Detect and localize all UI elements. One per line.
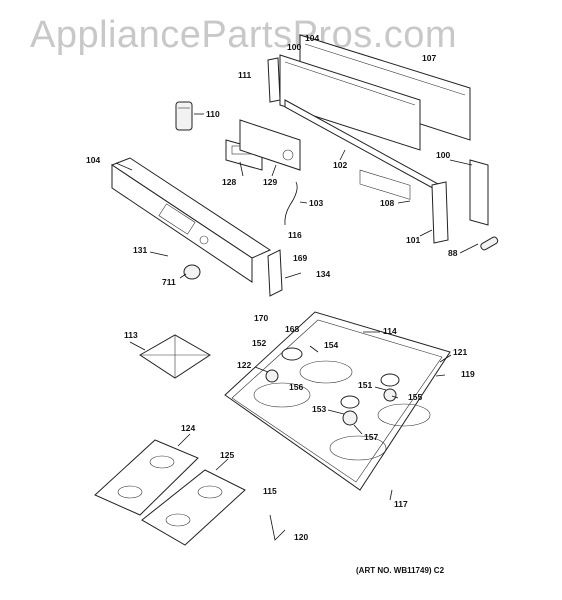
callout-155: 155	[408, 392, 422, 402]
knob-711	[183, 264, 201, 280]
callout-labels: 104 100 107 111 110 128 129 102 100 104 …	[86, 33, 475, 542]
control-panel-104	[110, 157, 272, 283]
callout-88: 88	[448, 248, 458, 258]
callout-103: 103	[309, 198, 323, 208]
drip-tray-124	[94, 439, 199, 516]
callout-117: 117	[394, 499, 408, 509]
callout-100-right: 100	[436, 150, 450, 160]
callout-157: 157	[364, 432, 378, 442]
callout-131: 131	[133, 245, 147, 255]
bracket-116	[267, 249, 283, 297]
knob-110	[175, 101, 193, 131]
callout-122: 122	[237, 360, 251, 370]
callout-107: 107	[422, 53, 436, 63]
callout-128: 128	[222, 177, 236, 187]
burner-grate-113	[139, 334, 211, 379]
callout-102: 102	[333, 160, 347, 170]
callout-111: 111	[238, 70, 252, 80]
drip-tray-125	[141, 469, 246, 546]
end-bracket-111	[267, 57, 281, 103]
callout-154: 154	[324, 340, 338, 350]
art-number: (ART NO. WB11749) C2	[356, 566, 445, 575]
callout-119: 119	[461, 369, 475, 379]
callout-170: 170	[254, 313, 268, 323]
callout-134: 134	[316, 269, 330, 279]
backguard-frame	[279, 54, 421, 151]
callout-101: 101	[406, 235, 420, 245]
side-bracket-100	[469, 159, 489, 226]
watermark-text: AppliancePartsPros.com	[30, 14, 458, 56]
callout-120: 120	[294, 532, 308, 542]
wire-103	[284, 181, 298, 226]
callout-121: 121	[453, 347, 467, 357]
control-board-129	[239, 119, 301, 171]
callout-108: 108	[380, 198, 394, 208]
part-88	[480, 236, 499, 251]
callout-110: 110	[206, 109, 220, 119]
callout-115: 115	[263, 486, 277, 496]
callout-125: 125	[220, 450, 234, 460]
callout-169: 169	[293, 253, 307, 263]
callout-114: 114	[383, 326, 397, 336]
callout-113: 113	[124, 330, 138, 340]
callout-153: 153	[312, 404, 326, 414]
igniter-115	[269, 514, 286, 541]
callout-711: 711	[162, 277, 176, 287]
callout-156: 156	[289, 382, 303, 392]
leader-lines	[115, 113, 479, 501]
cooktop-114	[224, 311, 451, 491]
callout-124: 124	[181, 423, 195, 433]
side-bracket-101	[431, 181, 449, 244]
callout-100: 100	[287, 42, 301, 52]
callout-151: 151	[358, 380, 372, 390]
callout-104: 104	[305, 33, 319, 43]
callout-168: 168	[285, 324, 299, 334]
callout-152: 152	[252, 338, 266, 348]
callout-104-panel: 104	[86, 155, 100, 165]
callout-116: 116	[288, 230, 302, 240]
callout-129: 129	[263, 177, 277, 187]
